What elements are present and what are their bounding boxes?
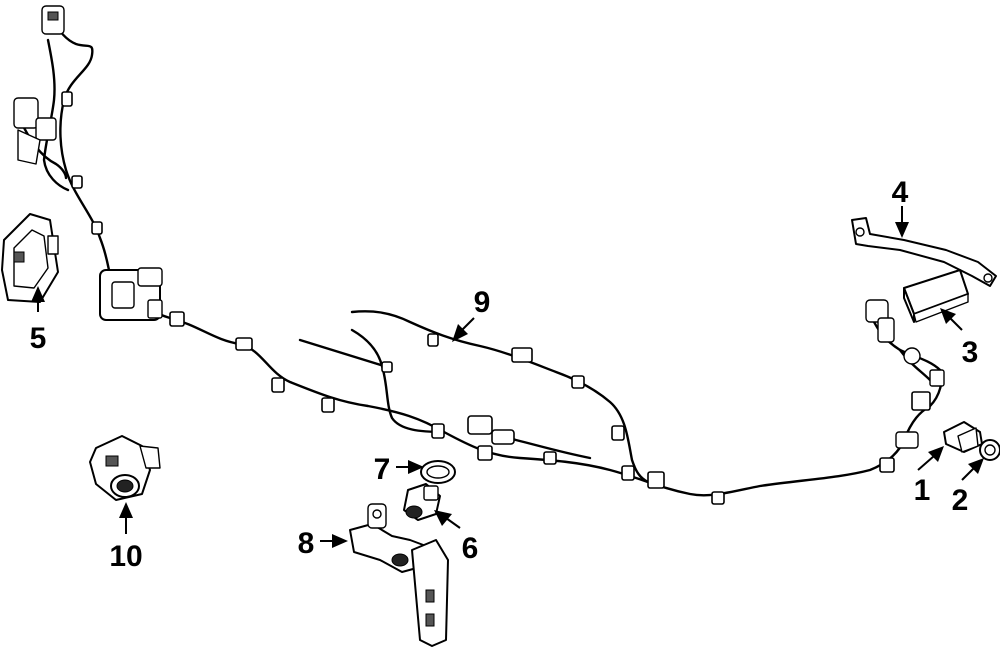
callout-7: 7	[374, 453, 391, 486]
part-7-seal	[420, 460, 456, 484]
harness-connector-cluster-right	[865, 299, 945, 449]
callout-9: 9	[474, 286, 491, 319]
leader-lines	[31, 206, 984, 548]
part-8-sensor-mount	[349, 503, 449, 647]
part-6-sensor	[403, 483, 441, 521]
part-3-module	[903, 269, 969, 323]
callout-6: 6	[462, 532, 479, 565]
harness-connector-cluster-left	[13, 5, 163, 321]
part-2-cap	[979, 439, 1000, 461]
callout-8: 8	[298, 527, 315, 560]
part-1-sensor-bracket	[943, 421, 983, 453]
callout-10: 10	[109, 540, 142, 573]
callout-5: 5	[30, 322, 47, 355]
callout-2: 2	[952, 484, 969, 517]
part-5-bracket	[1, 213, 59, 303]
callout-labels: 1 2 3 4 5 6 7 8 9 10	[30, 176, 979, 573]
callout-3: 3	[962, 336, 979, 369]
callout-1: 1	[914, 474, 931, 507]
part-4-bracket	[851, 217, 997, 287]
callout-4: 4	[892, 176, 909, 209]
harness-clips	[61, 91, 931, 505]
part-10-sensor	[89, 435, 161, 501]
